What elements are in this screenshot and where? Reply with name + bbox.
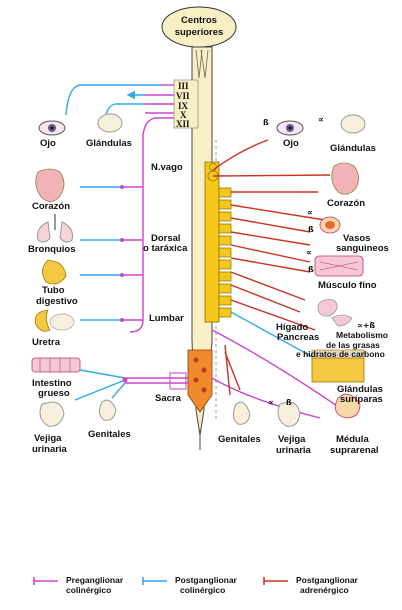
label-digestive-line2: digestivo [36,296,78,307]
heart-icon-right [331,162,359,195]
cranial-nerve-block: III VII IX X XII [173,79,199,129]
label-bladder-right-line1: Vejiga [278,434,306,445]
intestine-icon-left [31,357,81,373]
glands-icon-right [340,114,366,134]
label-bladder-left-line2: urinaria [32,444,68,455]
sympathetic-cholinergic [230,311,319,361]
label-metabolism-line1: Metabolismo [336,330,388,340]
region-sacral: Sacra [155,393,182,404]
label-glands-right: Glándulas [330,143,376,154]
label-beta-muscle: ß [308,265,314,274]
region-thoracic-line2: o taráxica [143,243,188,254]
legend-preganglionic-line2: colinérgico [66,585,111,595]
brain-label-line1: Centros [181,15,217,26]
sweat-gland-icon-right [311,349,365,383]
cranial-nerve-X: X [180,110,187,120]
label-alpha-muscle: ∝ [306,248,312,257]
glands-icon-left [97,113,123,133]
label-liver-line1: Hígado [276,322,308,333]
stomach-icon-left [42,259,67,285]
parasympathetic-ganglia [120,185,128,383]
label-bladder-left-line1: Vejiga [34,433,62,444]
left-organ-icons [31,113,123,427]
region-vagus: N.vago [151,162,183,173]
label-beta-eye: ß [263,118,269,127]
label-liver-line2: Pancreas [277,332,319,343]
label-alpha-glands: ∝ [318,115,324,124]
label-intestine-line1: Intestino [32,378,72,389]
sympathetic-chain [204,161,232,323]
label-genitals-right: Genitales [218,434,261,445]
legend-post-cholinergic-line1: Postganglionar [175,575,238,585]
region-lumbar: Lumbar [149,313,184,324]
label-beta-vessels: ß [308,225,314,234]
eye-icon-left [38,120,66,136]
genitals-icon-right [232,401,251,425]
sympathetic-preganglionic [211,329,341,409]
heart-icon-left [35,168,65,202]
label-beta-bladder: ß [286,398,292,407]
higher-centers: Centros superiores [161,6,237,48]
label-alpha-vessels: ∝ [307,208,313,217]
label-genitals-left: Genitales [88,429,131,440]
legend-item-post-adrenergic: Postganglionar adrenérgico [263,575,359,595]
chain-ganglia [218,187,232,318]
legend-post-adrenergic-line1: Postganglionar [296,575,359,585]
label-bronchi-left: Bronquios [28,244,76,255]
cranial-nerve-III: III [178,81,189,91]
label-alpha-beta: ∝+ß [357,321,375,330]
genitals-icon-left [98,399,117,421]
adrenal-icon-right [334,393,361,419]
label-eye-right: Ojo [283,138,299,149]
smooth-muscle-icon-right [314,255,364,277]
region-thoracic-line1: Dorsal [151,233,181,244]
label-adrenal-line1: Médula [336,434,369,445]
parasympathetic-nerves [65,84,321,419]
label-eye-left: Ojo [40,138,56,149]
legend-post-adrenergic-line2: adrenérgico [300,585,349,595]
legend-post-cholinergic-line2: colinérgico [180,585,225,595]
label-digestive-line1: Tubo [42,285,65,296]
label-metabolism-line2: de las grasas [326,340,380,350]
label-vessels-line2: sanguineos [336,243,389,254]
label-bladder-right-line2: urinaria [276,445,312,456]
vessel-icon-right [319,216,341,234]
urethra-icon-left [34,309,75,332]
label-smooth-muscle: Músculo fino [318,280,377,291]
liver-icon-right [317,299,353,327]
label-intestine-line2: grueso [38,388,70,399]
cranial-nerve-IX: IX [178,101,189,111]
eye-icon-right [276,120,304,136]
cranial-nerve-VII: VII [176,91,190,101]
label-urethra-left: Uretra [32,337,61,348]
lungs-icon-left [37,214,73,243]
label-heart-left: Corazón [32,201,70,212]
sacral-block [169,349,213,413]
bladder-icon-left [39,401,65,427]
legend: Preganglionar colinérgico Postganglionar… [33,575,359,595]
label-vessels-line1: Vasos [343,233,370,244]
label-sweat-line2: suríparas [340,394,383,405]
bladder-icon-right [277,401,301,427]
label-metabolism-line3: e hidratos de carbono [296,349,385,359]
label-heart-right: Corazón [327,198,365,209]
label-sweat-line1: Glándulas [337,384,383,395]
legend-item-post-cholinergic: Postganglionar colinérgico [142,575,238,595]
brain-label-line2: superiores [175,27,224,38]
sympathetic-nerves [212,139,331,396]
legend-preganglionic-line1: Preganglionar [66,575,124,585]
legend-item-preganglionic: Preganglionar colinérgico [33,575,124,595]
label-adrenal-line2: suprarenal [330,445,379,456]
label-alpha-bladder: ∝ [268,398,274,407]
right-organ-icons [232,114,366,427]
cranial-nerve-XII: XII [176,119,190,129]
label-glands-left: Glándulas [86,138,132,149]
